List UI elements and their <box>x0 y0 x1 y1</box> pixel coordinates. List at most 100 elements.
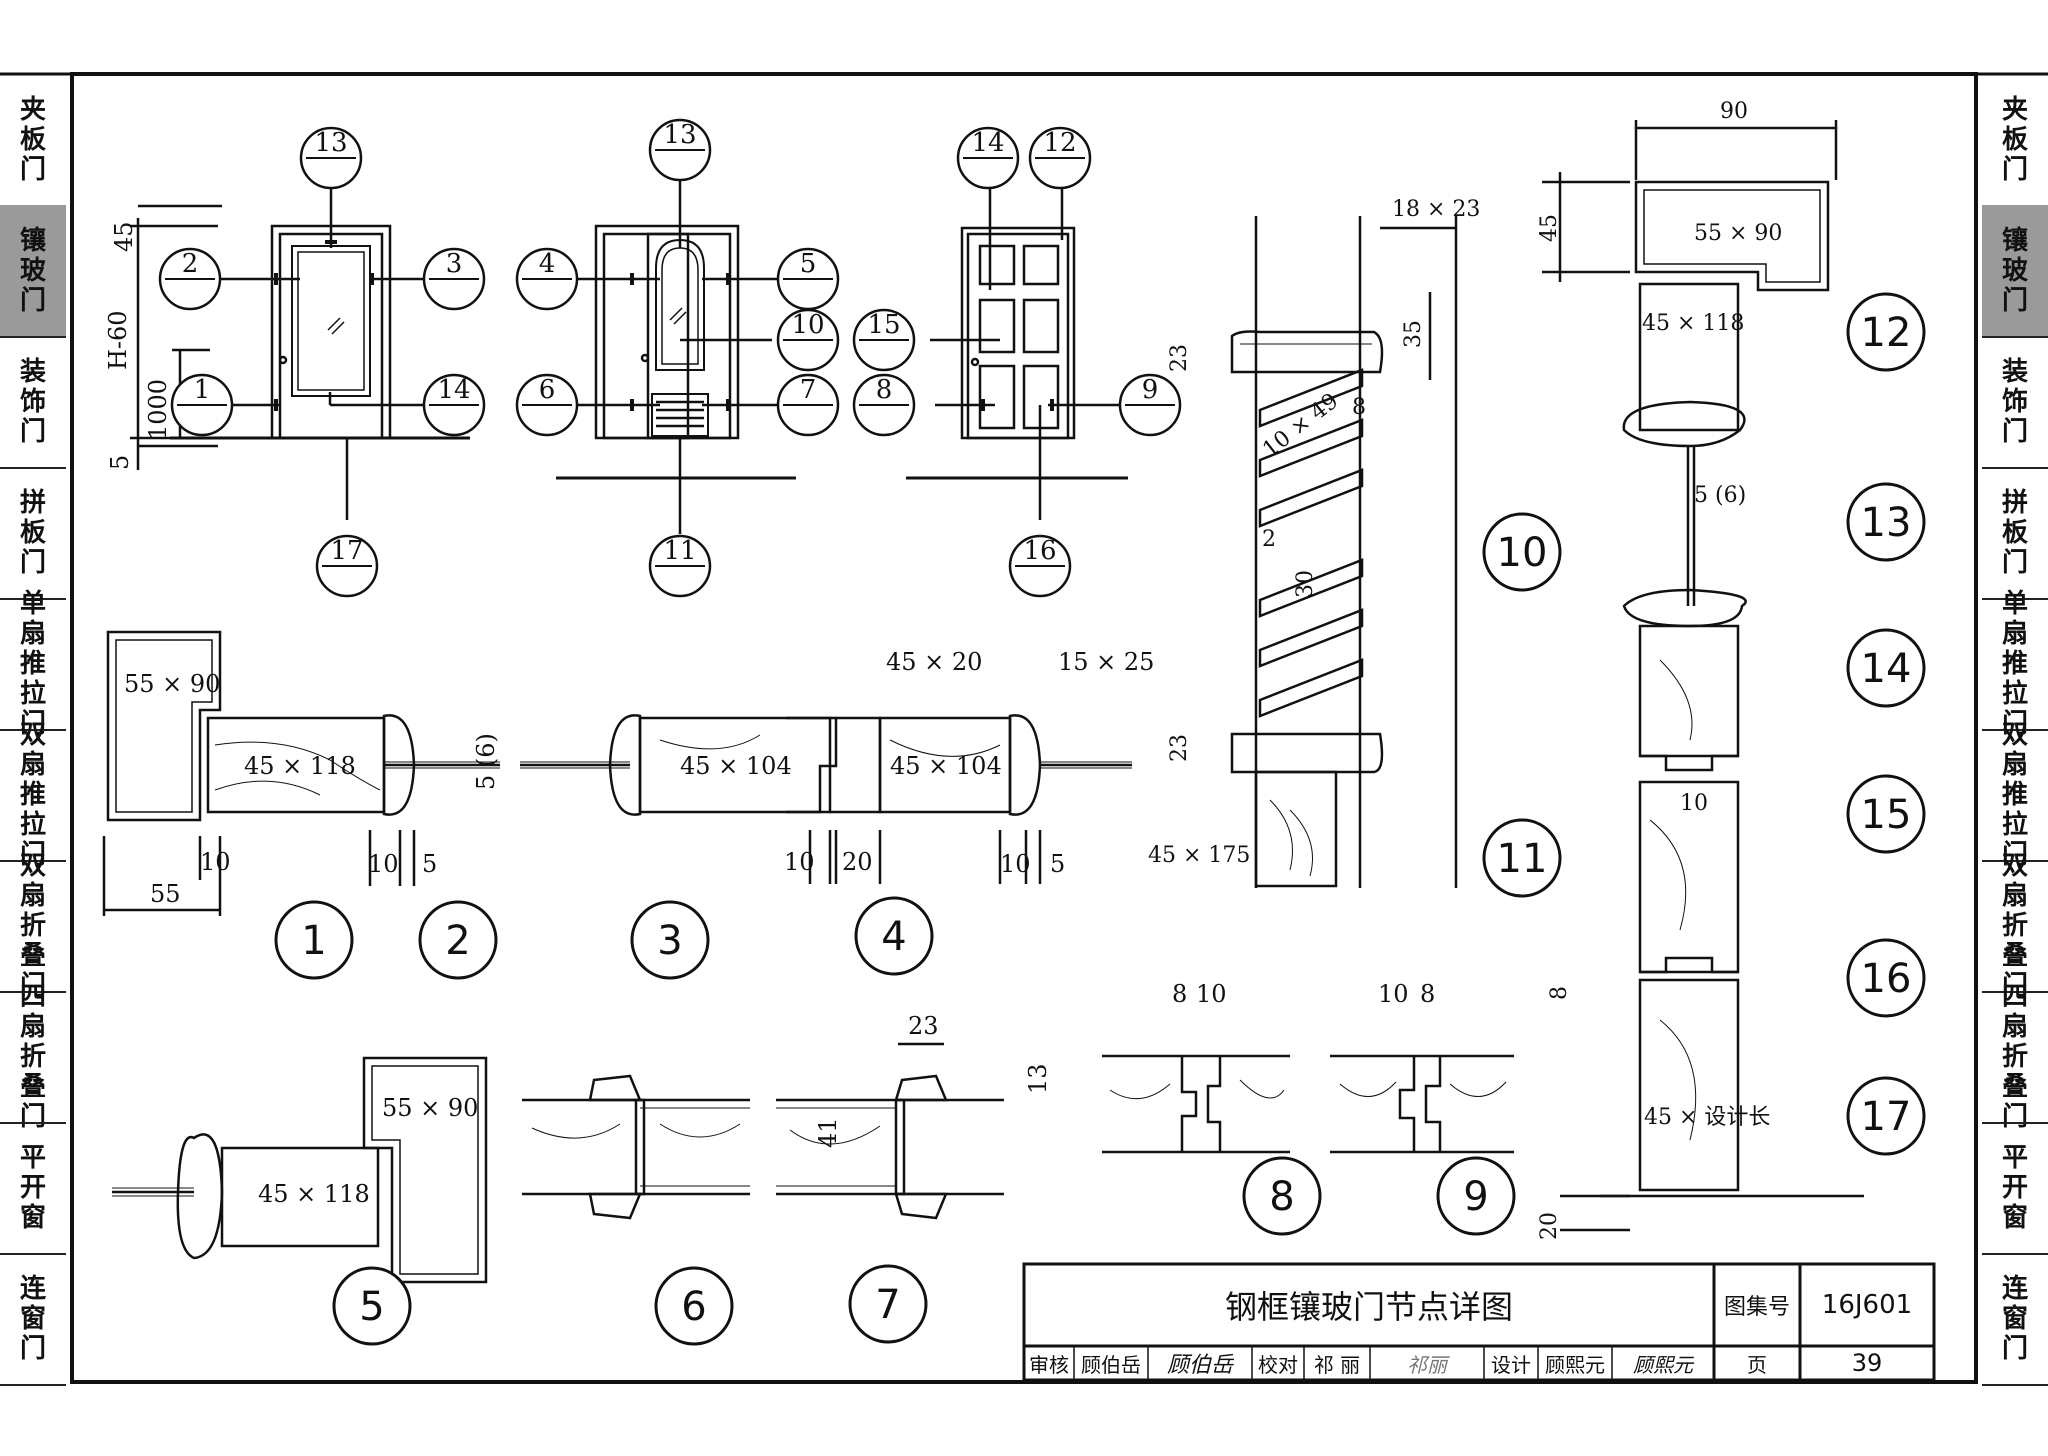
side-tab-char: 窗 <box>2001 1202 2028 1233</box>
detail-no-3: 3 <box>657 918 682 964</box>
side-tab-divider <box>0 336 66 338</box>
side-tab-right-5[interactable]: 双扇推拉门 <box>1982 720 2048 870</box>
side-tab-char: 门 <box>19 1101 46 1132</box>
side-tab-char: 开 <box>19 1172 46 1203</box>
side-tab-char: 双 <box>19 850 46 881</box>
side-tab-char: 双 <box>19 719 46 750</box>
side-tab-char: 推 <box>2001 648 2028 679</box>
detail-no-2: 2 <box>445 918 470 964</box>
detail-no-17: 17 <box>1861 1094 1912 1140</box>
side-tab-char: 夹 <box>19 94 46 125</box>
side-tab-char: 连 <box>2001 1273 2028 1304</box>
vertical-section-12-17 <box>1542 120 1864 1232</box>
detail-no-9: 9 <box>1463 1174 1488 1220</box>
reviewer-name: 顾伯岳 <box>1081 1352 1141 1377</box>
side-tab-divider <box>1982 1253 2048 1255</box>
side-tab-divider <box>0 1122 66 1124</box>
side-tab-char: 四 <box>19 981 46 1012</box>
side-tab-divider <box>0 467 66 469</box>
ref-7: 7 <box>800 375 817 405</box>
dim-10-8: 10 <box>1196 980 1227 1008</box>
side-tab-char: 板 <box>2001 124 2028 155</box>
side-tab-char: 门 <box>2001 708 2028 739</box>
side-tab-char: 四 <box>2001 981 2028 1012</box>
side-tab-char: 装 <box>2001 356 2028 387</box>
door-elevation-1 <box>130 188 470 520</box>
side-tab-divider <box>0 598 66 600</box>
atlas-label: 图集号 <box>1723 1295 1790 1320</box>
detail-no-15: 15 <box>1861 792 1912 838</box>
side-tab-right-2[interactable]: 装饰门 <box>1982 336 2048 467</box>
ref-13a: 13 <box>314 128 347 158</box>
side-tab-char: 开 <box>2001 1172 2028 1203</box>
side-tab-right-4[interactable]: 单扇推拉门 <box>1982 589 2048 739</box>
side-tab-left-0[interactable]: 夹板门 <box>0 74 66 205</box>
detail-no-5: 5 <box>359 1284 384 1330</box>
side-tab-divider <box>1982 1384 2048 1386</box>
dim-10-d: 10 <box>1000 850 1031 878</box>
side-tab-left-8[interactable]: 平开窗 <box>0 1122 66 1253</box>
side-tab-char: 叠 <box>19 940 46 971</box>
side-tab-char: 门 <box>2001 285 2028 316</box>
side-tab-left-6[interactable]: 双扇折叠门 <box>0 851 66 1001</box>
designer-name: 顾熙元 <box>1545 1352 1605 1377</box>
side-tab-char: 门 <box>19 416 46 447</box>
side-tab-char: 扇 <box>2001 880 2028 911</box>
dim-8-9: 8 <box>1420 980 1435 1008</box>
label-frame-55x90-a: 55 × 90 <box>124 670 220 698</box>
label-frame-55x90-c: 55 × 90 <box>382 1094 478 1122</box>
dim-5-b: 5 <box>422 850 437 878</box>
dim-10-15: 10 <box>1680 791 1708 816</box>
dim-10-a: 10 <box>200 848 231 876</box>
side-tab-left-5[interactable]: 双扇推拉门 <box>0 720 66 870</box>
ref-10: 10 <box>791 310 824 340</box>
side-tab-char: 门 <box>2001 547 2028 578</box>
side-tab-left-3[interactable]: 拼板门 <box>0 467 66 598</box>
detail-no-14: 14 <box>1861 646 1912 692</box>
dim-8-16: 8 <box>1547 986 1572 1000</box>
dim-10-b: 10 <box>368 850 399 878</box>
side-tab-char: 板 <box>19 517 46 548</box>
dim-10-c: 10 <box>784 848 815 876</box>
side-tab-divider <box>1982 598 2048 600</box>
door-elevation-3 <box>906 180 1128 520</box>
side-tab-right-9[interactable]: 连窗门 <box>1982 1253 2048 1384</box>
side-tab-char: 门 <box>19 708 46 739</box>
dim-8-l: 8 <box>1352 395 1366 420</box>
label-design-length: 45 × 设计长 <box>1644 1105 1770 1130</box>
side-tab-left-9[interactable]: 连窗门 <box>0 1253 66 1384</box>
side-tab-right-7[interactable]: 四扇折叠门 <box>1982 982 2048 1132</box>
side-tab-divider <box>0 991 66 993</box>
side-tab-char: 拼 <box>2001 487 2028 518</box>
side-tab-divider <box>1982 1122 2048 1124</box>
label-45x118-c: 45 × 118 <box>258 1180 370 1208</box>
side-tab-char: 板 <box>19 124 46 155</box>
dim-90: 90 <box>1720 99 1748 124</box>
label-45x118-a: 45 × 118 <box>244 752 356 780</box>
dim-h-60: H-60 <box>104 310 132 370</box>
side-tab-divider <box>1982 467 2048 469</box>
side-tab-right-1[interactable]: 镶玻门 <box>1982 205 2048 336</box>
side-tab-char: 门 <box>2001 154 2028 185</box>
checker-name: 祁 丽 <box>1313 1352 1361 1377</box>
label-45x175: 45 × 175 <box>1148 843 1250 868</box>
ref-17: 17 <box>330 536 363 566</box>
side-tab-right-8[interactable]: 平开窗 <box>1982 1122 2048 1253</box>
side-tab-right-0[interactable]: 夹板门 <box>1982 74 2048 205</box>
side-tab-left-4[interactable]: 单扇推拉门 <box>0 589 66 739</box>
ref-15: 15 <box>867 310 900 340</box>
side-tab-right-3[interactable]: 拼板门 <box>1982 467 2048 598</box>
detail-no-16: 16 <box>1861 956 1912 1002</box>
detail-no-1: 1 <box>301 918 326 964</box>
side-tab-left-1[interactable]: 镶玻门 <box>0 205 66 336</box>
dim-23-a: 23 <box>1167 344 1192 372</box>
side-tab-char: 扇 <box>19 618 46 649</box>
side-tab-char: 门 <box>19 547 46 578</box>
side-tab-right-6[interactable]: 双扇折叠门 <box>1982 851 2048 1001</box>
side-tab-char: 扇 <box>2001 618 2028 649</box>
side-tab-divider <box>0 1253 66 1255</box>
side-tab-left-7[interactable]: 四扇折叠门 <box>0 982 66 1132</box>
side-tab-left-2[interactable]: 装饰门 <box>0 336 66 467</box>
label-glass-13: 5 (6) <box>1694 483 1746 508</box>
side-tab-char: 推 <box>2001 779 2028 810</box>
